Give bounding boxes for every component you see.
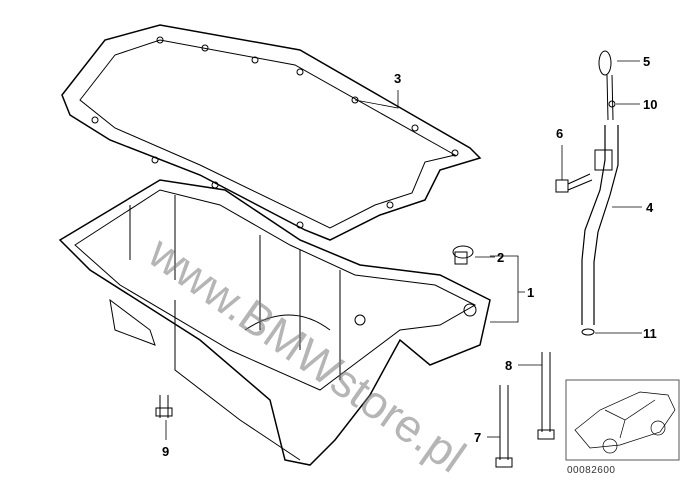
callout-6[interactable]: 6 <box>556 126 564 141</box>
callout-3[interactable]: 3 <box>394 71 402 86</box>
dipstick-assembly <box>581 50 619 336</box>
thumbnail-code: 00082600 <box>567 465 616 476</box>
bolt-7 <box>495 385 513 468</box>
callout-10[interactable]: 10 <box>643 97 658 112</box>
callout-8[interactable]: 8 <box>505 358 513 373</box>
callout-11[interactable]: 11 <box>643 326 657 341</box>
callout-4[interactable]: 4 <box>646 200 654 215</box>
callout-1[interactable]: 1 <box>527 285 535 300</box>
callout-9[interactable]: 9 <box>162 444 170 459</box>
callout-2[interactable]: 2 <box>497 250 505 265</box>
callout-lines <box>165 60 642 440</box>
bolt-9 <box>155 395 173 418</box>
oil-pan-gasket <box>61 24 482 241</box>
callout-7[interactable]: 7 <box>474 430 482 445</box>
oil-pan <box>58 179 491 466</box>
bolt-6 <box>555 173 593 193</box>
drain-plug <box>452 245 474 265</box>
car-thumbnail <box>565 379 680 461</box>
callout-5[interactable]: 5 <box>643 54 651 69</box>
